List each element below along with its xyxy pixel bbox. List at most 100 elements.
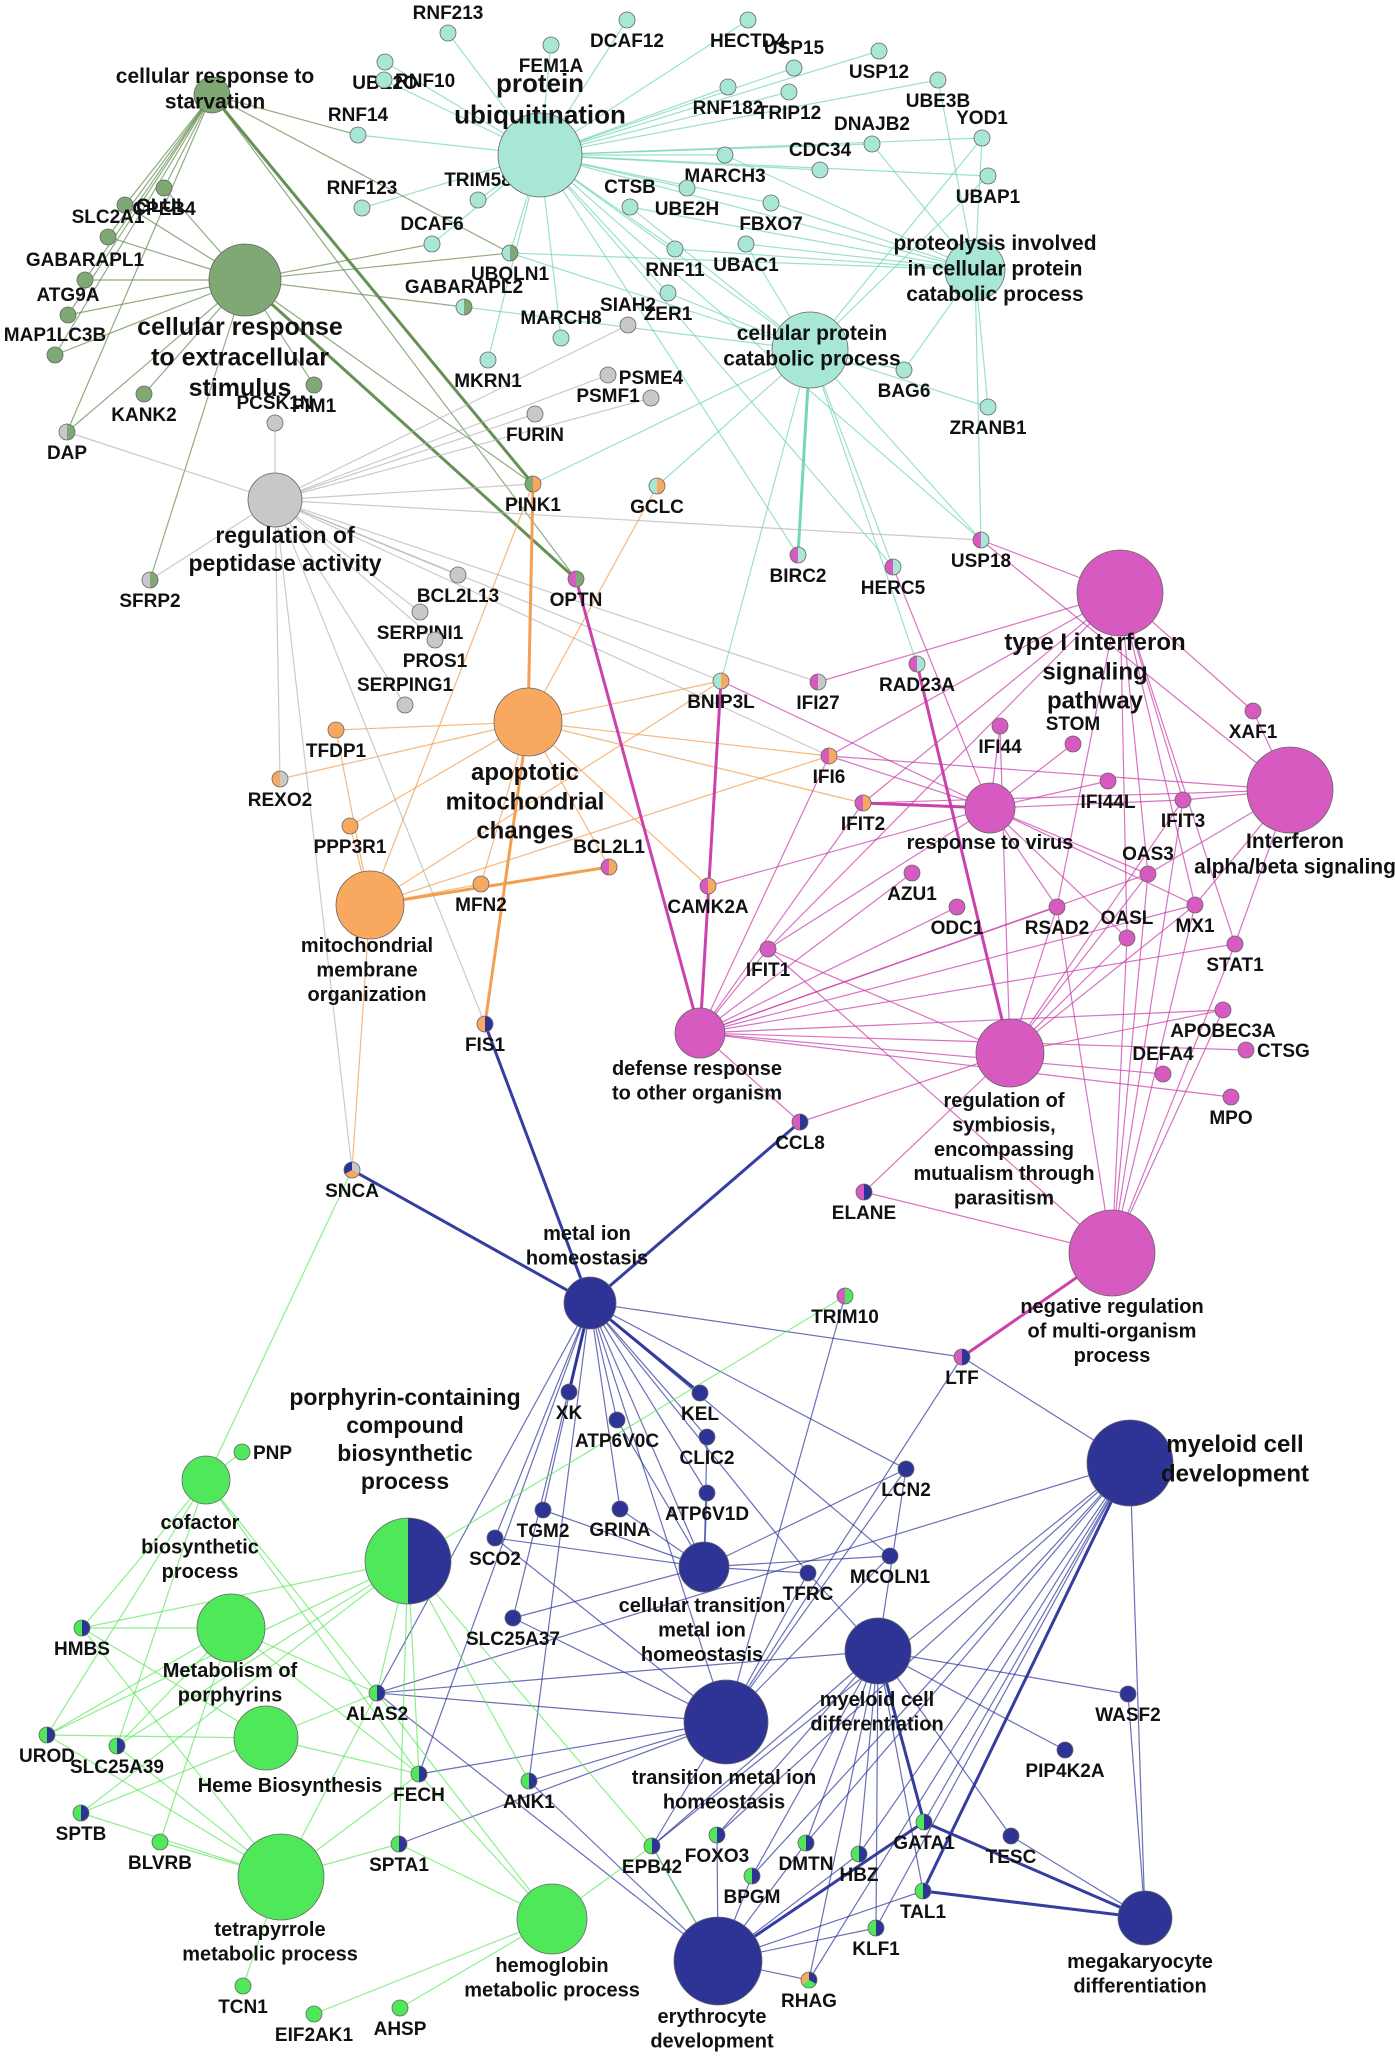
gene-label: HECTD4 [710, 31, 786, 52]
gene-node-circle [659, 284, 677, 302]
gene-node-circle [1048, 898, 1066, 916]
gene-label: BNIP3L [687, 692, 755, 713]
gene-node: FIS1 [465, 1015, 505, 1056]
network-edge [274, 499, 406, 706]
gene-label: KANK2 [111, 405, 176, 426]
network-edge [527, 721, 864, 804]
term-label-line: Metabolism of [163, 1660, 298, 1682]
network-edge [46, 1627, 232, 1736]
gene-node: KLF1 [852, 1919, 900, 1960]
term-label-line: starvation [165, 91, 265, 114]
gene-label: ODC1 [931, 918, 984, 939]
gene-node: RNF182 [693, 78, 763, 119]
gene-node-circle [1056, 1741, 1074, 1759]
network-edge [205, 1479, 420, 1775]
gene-label: CDC34 [789, 140, 852, 161]
network-edge [589, 1302, 963, 1358]
gene-node-circle [1064, 735, 1082, 753]
network-edge [589, 1302, 891, 1557]
gene-label: RNF14 [328, 105, 389, 126]
gene-node-circle [991, 717, 1009, 735]
gene-node-circle [368, 1684, 386, 1702]
gene-node: SCO2 [469, 1529, 521, 1570]
gene-node-circle [99, 228, 117, 246]
gene-label: FECH [393, 1785, 445, 1806]
term-label-line: Interferon [1246, 830, 1344, 853]
gene-node-circle [719, 78, 737, 96]
gene-node: USP15 [764, 38, 825, 77]
network-edge [698, 680, 723, 1034]
gene-node-circle [867, 1919, 885, 1937]
network-edge [699, 904, 1196, 1034]
gene-node: BAG6 [878, 361, 930, 402]
gene-label: TRIM58 [444, 170, 512, 191]
gene-label: CLIC2 [680, 1448, 735, 1469]
network-edge [725, 1468, 907, 1723]
gene-node: FECH [393, 1765, 445, 1806]
gene-node-circle [716, 146, 734, 164]
term-node-circle [683, 1679, 769, 1765]
gene-label: XK [556, 1403, 583, 1424]
term-label-line: metal ion [543, 1223, 631, 1245]
gene-label: UBQLN1 [471, 264, 550, 285]
term-node-circle [1117, 1890, 1173, 1946]
network-edge [699, 755, 830, 1034]
gene-node: ANK1 [503, 1772, 555, 1813]
gene-node-circle [643, 1837, 661, 1855]
gene-node-circle [411, 603, 429, 621]
gene-label: CTSG [1257, 1041, 1310, 1062]
gene-node-circle [973, 129, 991, 147]
network-edge [398, 1560, 409, 1845]
gene-node: BNIP3L [687, 672, 755, 713]
network-edge [539, 79, 939, 156]
gene-node-circle [59, 306, 77, 324]
gene-label: CTSB [604, 177, 656, 198]
term-node-circle [493, 687, 563, 757]
gene-node-circle [305, 2005, 323, 2023]
network-edge [809, 137, 983, 351]
gene-label: RAD23A [879, 675, 955, 696]
gene-node-circle [375, 71, 393, 89]
gene-node-circle [469, 191, 487, 209]
gene-label: MCOLN1 [850, 1567, 931, 1588]
gene-label: EPB42 [622, 1857, 682, 1878]
gene-label: USP15 [764, 38, 825, 59]
term-node-circle [1068, 1209, 1156, 1297]
network-edge [862, 789, 1291, 804]
gene-node: CCL8 [775, 1113, 825, 1154]
gene-node-circle [449, 566, 467, 584]
gene-label: RHAG [781, 1991, 837, 2012]
term-label-line: megakaryocyte [1067, 1951, 1213, 1973]
term-label-line: cofactor [161, 1512, 240, 1534]
term-label-line: metal ion [658, 1619, 746, 1641]
gene-node: HECTD4 [710, 11, 786, 52]
gene-node: TRIP12 [757, 83, 821, 124]
term-node-circle [335, 870, 405, 940]
gene-node: GABARAPL1 [26, 250, 145, 289]
term-node-circle [673, 1916, 763, 2006]
network-edge [463, 306, 811, 351]
gene-node: ELANE [832, 1183, 896, 1224]
network-edge [46, 1734, 267, 1739]
gene-node-circle [854, 794, 872, 812]
term-label-line: encompassing [934, 1139, 1074, 1161]
term-label-line: transition metal ion [632, 1767, 816, 1789]
gene-label: TRIM10 [811, 1307, 879, 1328]
gene-label: TAL1 [900, 1902, 947, 1923]
network-edge [767, 948, 1011, 1054]
gene-node-circle [972, 531, 990, 549]
network-edge [809, 349, 894, 568]
network-edge [877, 1650, 1012, 1837]
gene-label: SIAH2 [600, 295, 656, 316]
gene-label: REXO2 [248, 790, 312, 811]
network-edge [46, 1479, 207, 1736]
gene-node: IFIT2 [841, 794, 885, 835]
gene-node: RNF123 [327, 178, 397, 217]
gene-label: CCL8 [775, 1133, 825, 1154]
network-edge [699, 906, 958, 1034]
term-label-line: negative regulation [1020, 1296, 1203, 1318]
gene-node: USP12 [849, 42, 909, 83]
network-edge [629, 206, 976, 271]
